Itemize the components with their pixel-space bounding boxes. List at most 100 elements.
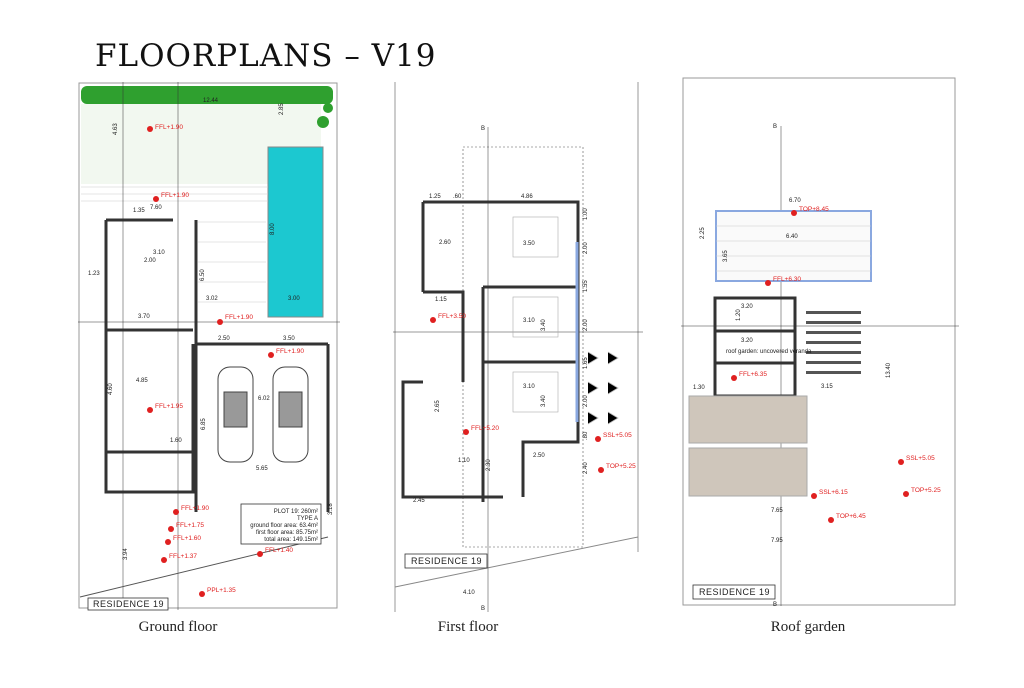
svg-text:B: B bbox=[481, 606, 485, 612]
svg-text:3.00: 3.00 bbox=[288, 296, 300, 302]
svg-text:3.02: 3.02 bbox=[206, 296, 218, 302]
svg-text:FFL+1.75: FFL+1.75 bbox=[176, 522, 204, 529]
svg-text:1.25: 1.25 bbox=[429, 194, 441, 200]
svg-text:total area: 149.15m²: total area: 149.15m² bbox=[264, 537, 318, 543]
svg-text:2.45: 2.45 bbox=[413, 498, 425, 504]
svg-text:3.15: 3.15 bbox=[821, 384, 833, 390]
svg-text:12.44: 12.44 bbox=[203, 98, 219, 104]
svg-text:3.10: 3.10 bbox=[523, 318, 535, 324]
svg-text:6.70: 6.70 bbox=[789, 198, 801, 204]
svg-text:5.65: 5.65 bbox=[256, 466, 268, 472]
solar-panels bbox=[688, 395, 808, 497]
svg-text:3.18: 3.18 bbox=[328, 503, 334, 515]
svg-text:8.00: 8.00 bbox=[270, 223, 276, 235]
svg-text:FFL+1.90: FFL+1.90 bbox=[181, 505, 209, 512]
svg-text:2.85: 2.85 bbox=[279, 103, 285, 115]
svg-text:B: B bbox=[773, 124, 777, 130]
svg-text:3.65: 3.65 bbox=[723, 250, 729, 262]
svg-text:TOP+8.45: TOP+8.45 bbox=[799, 206, 829, 213]
svg-text:2.00: 2.00 bbox=[583, 319, 589, 331]
svg-text:3.20: 3.20 bbox=[741, 338, 753, 344]
svg-text:1.15: 1.15 bbox=[435, 297, 447, 303]
svg-text:1.30: 1.30 bbox=[693, 385, 705, 391]
svg-text:13.40: 13.40 bbox=[886, 362, 892, 378]
svg-text:3.50: 3.50 bbox=[283, 336, 295, 342]
first-floor-plan: B B FFL+3.50 FFL+5.20 SSL+5.05 TOP+5.25 … bbox=[393, 82, 643, 612]
residence-label: RESIDENCE 19 bbox=[87, 597, 169, 611]
ground-floor-plan: PLOT 19: 260m² TYPE A ground floor area:… bbox=[78, 82, 340, 611]
svg-text:.60: .60 bbox=[453, 194, 462, 200]
svg-text:6.40: 6.40 bbox=[786, 234, 798, 240]
svg-text:1.65: 1.65 bbox=[583, 357, 589, 369]
cars bbox=[217, 366, 309, 463]
svg-text:FFL+1.90: FFL+1.90 bbox=[225, 314, 253, 321]
plot-info-box: PLOT 19: 260m² TYPE A ground floor area:… bbox=[240, 503, 322, 545]
residence-label: RESIDENCE 19 bbox=[692, 584, 776, 600]
svg-text:3.94: 3.94 bbox=[123, 548, 129, 560]
svg-text:TOP+6.45: TOP+6.45 bbox=[836, 513, 866, 520]
svg-text:roof garden: uncovered veranda: roof garden: uncovered veranda bbox=[726, 349, 812, 355]
ground-floor-caption: Ground floor bbox=[138, 619, 218, 635]
svg-text:2.40: 2.40 bbox=[583, 462, 589, 474]
svg-text:FFL+3.50: FFL+3.50 bbox=[438, 313, 466, 320]
roof-garden-plan: B B roof garden: uncovered veranda TOP+8… bbox=[681, 77, 959, 608]
svg-text:7.65: 7.65 bbox=[771, 508, 783, 514]
svg-text:3.40: 3.40 bbox=[541, 395, 547, 407]
svg-text:B: B bbox=[773, 602, 777, 608]
svg-text:FFL+1.60: FFL+1.60 bbox=[173, 535, 201, 542]
svg-text:FFL+5.20: FFL+5.20 bbox=[471, 425, 499, 432]
svg-text:7.95: 7.95 bbox=[771, 538, 783, 544]
svg-text:RESIDENCE 19: RESIDENCE 19 bbox=[699, 587, 770, 597]
svg-text:1.23: 1.23 bbox=[88, 271, 100, 277]
svg-text:FFL+6.30: FFL+6.30 bbox=[773, 276, 801, 283]
svg-text:3.40: 3.40 bbox=[541, 319, 547, 331]
pool bbox=[267, 146, 324, 318]
svg-text:3.10: 3.10 bbox=[153, 250, 165, 256]
svg-text:SSL+5.05: SSL+5.05 bbox=[603, 432, 632, 439]
svg-text:B: B bbox=[481, 126, 485, 132]
roof-garden-caption: Roof garden bbox=[770, 619, 846, 635]
svg-text:FFL+1.37: FFL+1.37 bbox=[169, 553, 197, 560]
dimension-labels: 6.70 6.40 2.25 3.65 3.20 1.20 3.20 13.40… bbox=[693, 198, 892, 544]
svg-text:3.20: 3.20 bbox=[741, 304, 753, 310]
svg-text:4.60: 4.60 bbox=[108, 383, 114, 395]
svg-text:FFL+1.95: FFL+1.95 bbox=[155, 403, 183, 410]
svg-text:1.20: 1.20 bbox=[736, 309, 742, 321]
svg-text:1.00: 1.00 bbox=[583, 208, 589, 220]
svg-text:RESIDENCE 19: RESIDENCE 19 bbox=[411, 556, 482, 566]
dimension-labels: 12.44 2.85 4.63 7.60 1.35 8.00 3.10 2.00… bbox=[88, 98, 334, 560]
hedge bbox=[81, 86, 333, 128]
svg-text:6.85: 6.85 bbox=[201, 418, 207, 430]
svg-text:SSL+6.15: SSL+6.15 bbox=[819, 489, 848, 496]
svg-text:2.30: 2.30 bbox=[486, 459, 492, 471]
svg-text:FFL+1.90: FFL+1.90 bbox=[161, 192, 189, 199]
house-walls bbox=[713, 296, 797, 398]
level-markers: FFL+1.90 FFL+1.90 FFL+1.90 FFL+1.90 FFL+… bbox=[147, 124, 304, 597]
svg-text:2.50: 2.50 bbox=[533, 453, 545, 459]
house-walls bbox=[401, 200, 580, 502]
svg-text:FFL+1.40: FFL+1.40 bbox=[265, 547, 293, 554]
dimension-labels: 1.25 .60 4.86 2.60 3.50 1.15 3.10 3.40 3… bbox=[413, 194, 589, 596]
svg-text:TOP+5.25: TOP+5.25 bbox=[911, 487, 941, 494]
svg-text:3.10: 3.10 bbox=[523, 384, 535, 390]
svg-text:TYPE A: TYPE A bbox=[297, 516, 318, 522]
svg-text:4.85: 4.85 bbox=[136, 378, 148, 384]
svg-text:2.65: 2.65 bbox=[435, 400, 441, 412]
svg-text:ground floor area: 63.4m²: ground floor area: 63.4m² bbox=[250, 523, 318, 529]
svg-text:7.60: 7.60 bbox=[150, 205, 162, 211]
svg-text:2.00: 2.00 bbox=[583, 242, 589, 254]
house-walls bbox=[104, 218, 330, 512]
svg-text:2.00: 2.00 bbox=[144, 258, 156, 264]
svg-text:4.10: 4.10 bbox=[463, 590, 475, 596]
svg-text:PPL+1.35: PPL+1.35 bbox=[207, 587, 236, 594]
svg-text:RESIDENCE 19: RESIDENCE 19 bbox=[93, 599, 164, 609]
svg-text:FFL+1.90: FFL+1.90 bbox=[155, 124, 183, 131]
svg-text:2.50: 2.50 bbox=[218, 336, 230, 342]
svg-text:6.02: 6.02 bbox=[258, 396, 270, 402]
svg-text:PLOT 19: 260m²: PLOT 19: 260m² bbox=[274, 509, 318, 515]
svg-text:6.50: 6.50 bbox=[200, 269, 206, 281]
svg-text:3.50: 3.50 bbox=[523, 241, 535, 247]
svg-text:2.25: 2.25 bbox=[700, 227, 706, 239]
svg-text:1.10: 1.10 bbox=[458, 458, 470, 464]
page-title: FLOORPLANS – V19 bbox=[95, 38, 437, 74]
